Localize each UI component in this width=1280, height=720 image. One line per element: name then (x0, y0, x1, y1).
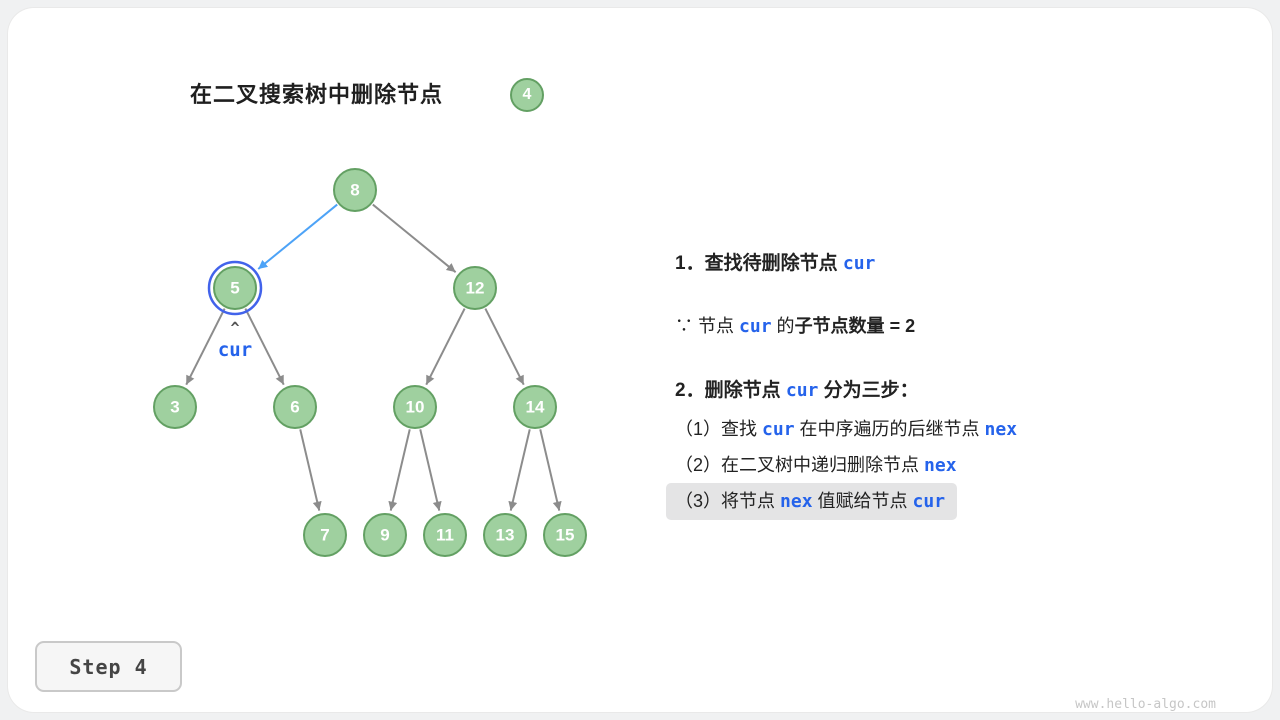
code-cur: cur (739, 316, 772, 337)
tree-edge-12-10 (425, 308, 466, 386)
note-text: 在中序遍历的后继节点 (794, 419, 985, 439)
tree-node-5: 5 (207, 260, 263, 316)
note-text: （2）在二叉树中递归删除节点 (675, 455, 925, 475)
cur-pointer-label: cur (218, 339, 252, 361)
tree-node-12: 12 (453, 266, 497, 310)
tree-edge-10-11 (419, 429, 442, 511)
tree-edge-5-6 (244, 308, 285, 386)
note-text: 1．查找待删除节点 (675, 253, 843, 274)
note-text: 值赋给节点 (812, 491, 913, 511)
tree-node-6: 6 (273, 385, 317, 429)
figure-card (8, 8, 1272, 712)
tree-edge-14-15 (539, 429, 562, 511)
code-cur: cur (762, 419, 795, 440)
tree-node-9: 9 (363, 513, 407, 557)
code-nex: nex (780, 491, 813, 512)
note-text: 2．删除节点 (675, 380, 786, 401)
node-value: 8 (350, 181, 359, 200)
tree-edge-12-14 (484, 308, 525, 386)
note-step1: 1．查找待删除节点 cur (675, 252, 875, 276)
note-step2: 2．删除节点 cur 分为三步： (675, 379, 919, 403)
note-text: 节点 (698, 316, 740, 336)
node-value: 15 (556, 526, 575, 545)
tree-node-8: 8 (333, 168, 377, 212)
tree-node-14: 14 (513, 385, 557, 429)
step-indicator: Step 4 (35, 641, 182, 692)
tree-edge-6-7 (299, 429, 322, 511)
code-cur: cur (912, 491, 946, 512)
step-number-badge: 4 (510, 78, 544, 112)
tree-edge-8-12 (372, 203, 457, 273)
node-value: 3 (170, 398, 179, 417)
note-text: 分为三步： (818, 380, 919, 401)
node-value: 5 (230, 279, 239, 298)
code-cur: cur (842, 253, 876, 274)
code-cur: cur (785, 380, 819, 401)
tree-node-13: 13 (483, 513, 527, 557)
note-because: ∵ 节点 cur 的子节点数量 = 2 (675, 314, 915, 339)
note-text: （3）将节点 (675, 491, 781, 511)
node-value: 7 (320, 526, 329, 545)
note-text: （1）查找 (675, 419, 763, 439)
binary-search-tree-diagram: 8 5 12 3 6 10 14 7 9 11 13 15 ^ cur (153, 168, 587, 557)
tree-node-3: 3 (153, 385, 197, 429)
tree-node-10: 10 (393, 385, 437, 429)
tree-edge-5-3 (185, 308, 226, 386)
note-text-bold: 子节点数量 (794, 316, 885, 336)
node-value: 12 (466, 279, 485, 298)
note-substep-2: （2）在二叉树中递归删除节点 nex (675, 453, 957, 478)
tree-edge-14-13 (508, 429, 531, 511)
tree-edge-10-9 (388, 429, 411, 511)
note-text: 的 (771, 316, 795, 336)
cur-pointer-caret: ^ (230, 319, 239, 337)
child-count-value: 2 (905, 316, 916, 336)
node-value: 14 (526, 398, 545, 417)
tree-node-11: 11 (423, 513, 467, 557)
node-value: 9 (380, 526, 389, 545)
code-nex: nex (984, 419, 1018, 440)
cur-highlight-ring (207, 260, 263, 316)
node-value: 10 (406, 398, 425, 417)
note-substep-3-highlighted: （3）将节点 nex 值赋给节点 cur (666, 483, 958, 520)
because-symbol: ∵ (675, 316, 699, 336)
tree-node-15: 15 (543, 513, 587, 557)
tree-edge-8-5 (257, 203, 338, 270)
node-value: 13 (496, 526, 515, 545)
equals-sign: = (884, 316, 906, 336)
note-substep-1: （1）查找 cur 在中序遍历的后继节点 nex (675, 417, 1017, 442)
node-value: 6 (290, 398, 299, 417)
code-nex: nex (924, 455, 957, 476)
node-value: 11 (436, 526, 454, 545)
watermark: www.hello-algo.com (1075, 697, 1216, 712)
tree-node-7: 7 (303, 513, 347, 557)
figure-title: 在二叉搜索树中删除节点 (190, 82, 444, 107)
